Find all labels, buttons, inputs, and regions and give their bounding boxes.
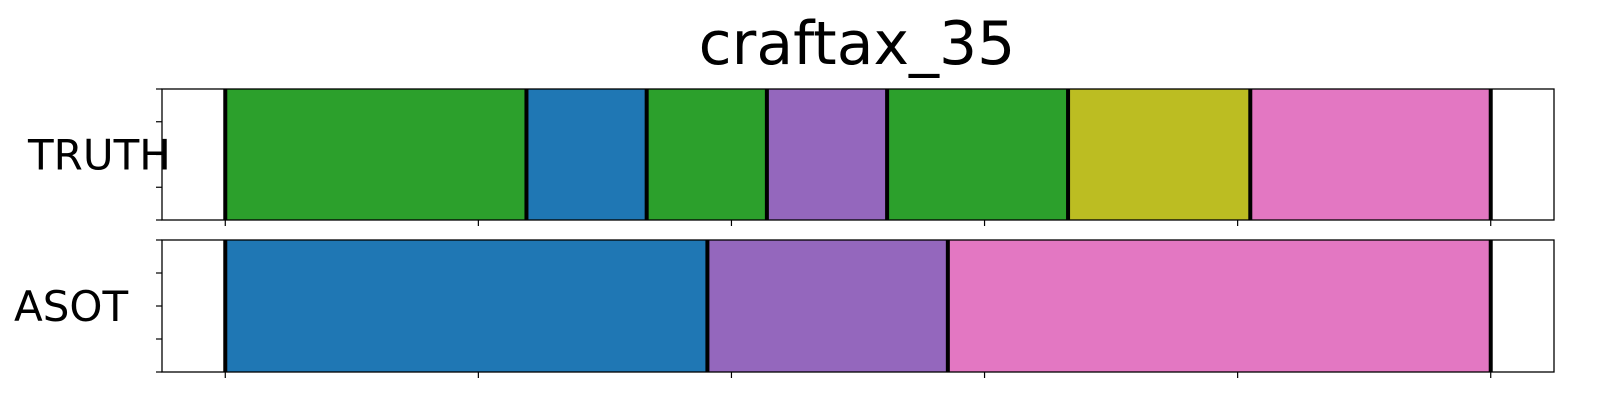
segment-asot-1	[707, 240, 948, 372]
segment-truth-2	[646, 89, 767, 220]
segment-truth-3	[766, 89, 888, 220]
segment-asot-2	[947, 240, 1491, 372]
row-label-asot: ASOT	[14, 282, 128, 331]
segment-truth-4	[887, 89, 1069, 220]
segment-asot-0	[225, 240, 708, 372]
segment-truth-0	[225, 89, 527, 220]
chart-title: craftax_35	[699, 9, 1016, 79]
row-truth: TRUTH	[27, 88, 1555, 226]
segment-truth-1	[526, 89, 647, 220]
row-asot: ASOT	[14, 239, 1555, 378]
segment-truth-5	[1068, 89, 1251, 220]
segment-truth-6	[1250, 89, 1491, 220]
row-label-truth: TRUTH	[27, 131, 171, 180]
